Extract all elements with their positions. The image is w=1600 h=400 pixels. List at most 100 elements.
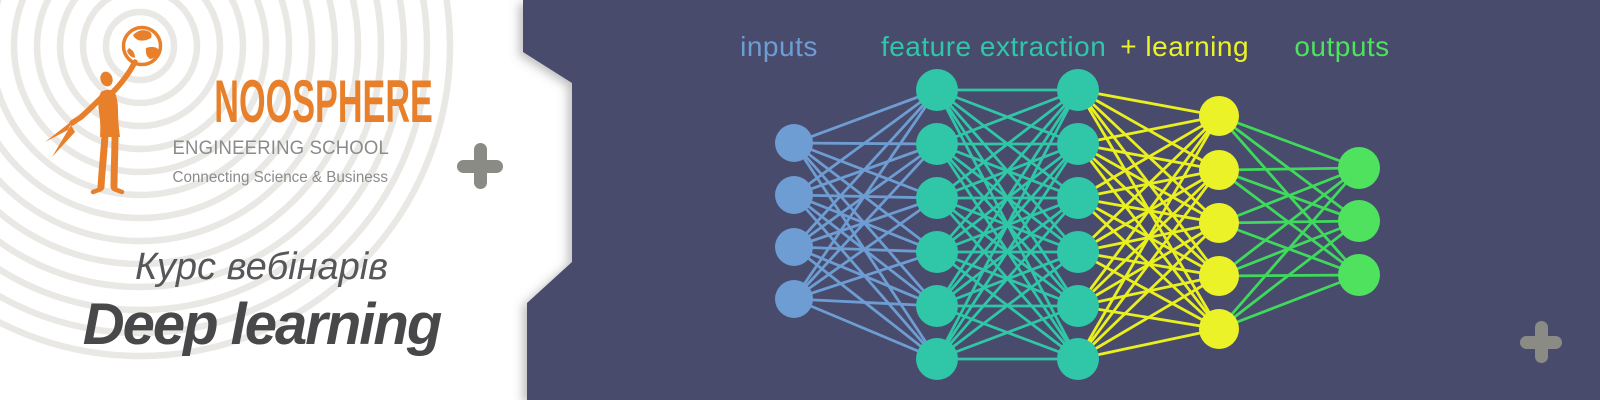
radial-arc (0, 0, 293, 199)
radial-arc (0, 0, 385, 291)
brand-name: NOOSPHERE (214, 68, 433, 135)
radial-arc (0, 0, 339, 245)
edge (1218, 166, 1360, 225)
edge (793, 88, 938, 145)
edge (793, 88, 938, 197)
radial-arc (0, 0, 316, 222)
edge (935, 143, 1080, 360)
edge (1218, 114, 1360, 170)
edge (793, 250, 938, 301)
node-hidden-1 (916, 338, 958, 380)
node-hidden-3 (1199, 150, 1239, 190)
node-hidden-3 (1199, 96, 1239, 136)
globe-continent (145, 46, 159, 59)
course-kicker: Курс вебінарів (134, 246, 389, 288)
person-arm-up (109, 59, 138, 96)
node-hidden-2 (1057, 285, 1099, 327)
node-hidden-3 (1199, 256, 1239, 296)
edge (936, 88, 1079, 146)
edge (1076, 115, 1221, 360)
node-hidden-1 (916, 231, 958, 273)
edge (1218, 219, 1360, 331)
edge (1077, 114, 1220, 200)
radial-arc (79, 0, 201, 107)
label-inputs: inputs (740, 31, 818, 62)
node-hidden-3 (1199, 309, 1239, 349)
plus-bar (473, 143, 487, 189)
edge (793, 297, 938, 361)
edge (1077, 274, 1220, 361)
edge (936, 304, 1079, 361)
brand-block: NOOSPHERE ENGINEERING SCHOOL Connecting … (167, 68, 433, 188)
edge (1077, 114, 1220, 254)
edge (936, 250, 1079, 361)
neural-network-diagram (775, 69, 1380, 380)
edge (1218, 166, 1360, 172)
edge (792, 89, 939, 300)
label-learning: + learning (1120, 31, 1250, 62)
radial-arcs-decoration (0, 0, 454, 360)
person-holding-globe-icon (45, 25, 163, 195)
person-foot (111, 186, 125, 195)
person-arm-down (69, 93, 106, 126)
node-inputs (775, 176, 813, 214)
globe-continent (127, 48, 135, 58)
course-title: Deep learning (82, 292, 443, 357)
node-hidden-2 (1057, 69, 1099, 111)
edge (935, 89, 1080, 307)
plus-bar (1534, 321, 1548, 363)
edge (1218, 273, 1360, 331)
edge (1076, 169, 1221, 360)
person-head (100, 71, 113, 87)
radial-arc (0, 0, 408, 314)
node-outputs (1338, 147, 1380, 189)
plus-icon-right (1520, 321, 1562, 363)
node-hidden-1 (916, 123, 958, 165)
label-feature-extraction: feature extraction (880, 31, 1107, 62)
person-leg (97, 131, 109, 191)
node-hidden-1 (916, 69, 958, 111)
edge (793, 196, 938, 301)
node-inputs (775, 228, 813, 266)
paper-wing (45, 121, 72, 142)
node-hidden-1 (916, 177, 958, 219)
globe-continent (133, 30, 152, 41)
edge (1077, 327, 1220, 361)
radial-arc (10, 0, 270, 176)
edge (793, 297, 938, 308)
edge (1076, 115, 1221, 307)
node-hidden-2 (1057, 231, 1099, 273)
radial-arc (0, 0, 362, 268)
node-hidden-2 (1057, 177, 1099, 219)
radial-arc (0, 0, 454, 360)
edge (935, 89, 1080, 360)
edge (1217, 167, 1361, 330)
edge (1077, 88, 1220, 118)
person-foot (90, 186, 104, 195)
node-hidden-2 (1057, 338, 1099, 380)
node-hidden-2 (1057, 123, 1099, 165)
node-hidden-3 (1199, 203, 1239, 243)
edge (935, 197, 1080, 360)
edge (1077, 114, 1220, 146)
node-inputs (775, 280, 813, 318)
node-outputs (1338, 254, 1380, 296)
node-hidden-1 (916, 285, 958, 327)
person-torso (98, 89, 120, 137)
person-leg (110, 131, 119, 191)
brand-tagline: Connecting Science & Business (172, 169, 388, 186)
radial-arc (102, 8, 178, 84)
plus-icon-left (457, 143, 503, 189)
edge (792, 89, 939, 248)
edge (792, 143, 939, 300)
radial-arc (33, 0, 247, 153)
paper-wing (52, 125, 75, 157)
radial-arc (56, 0, 224, 130)
edge (936, 88, 1079, 200)
edge (1218, 166, 1360, 278)
label-feature-learning: feature extraction + learning (881, 33, 1249, 61)
brand-subtitle: ENGINEERING SCHOOL (172, 137, 389, 159)
node-inputs (775, 124, 813, 162)
